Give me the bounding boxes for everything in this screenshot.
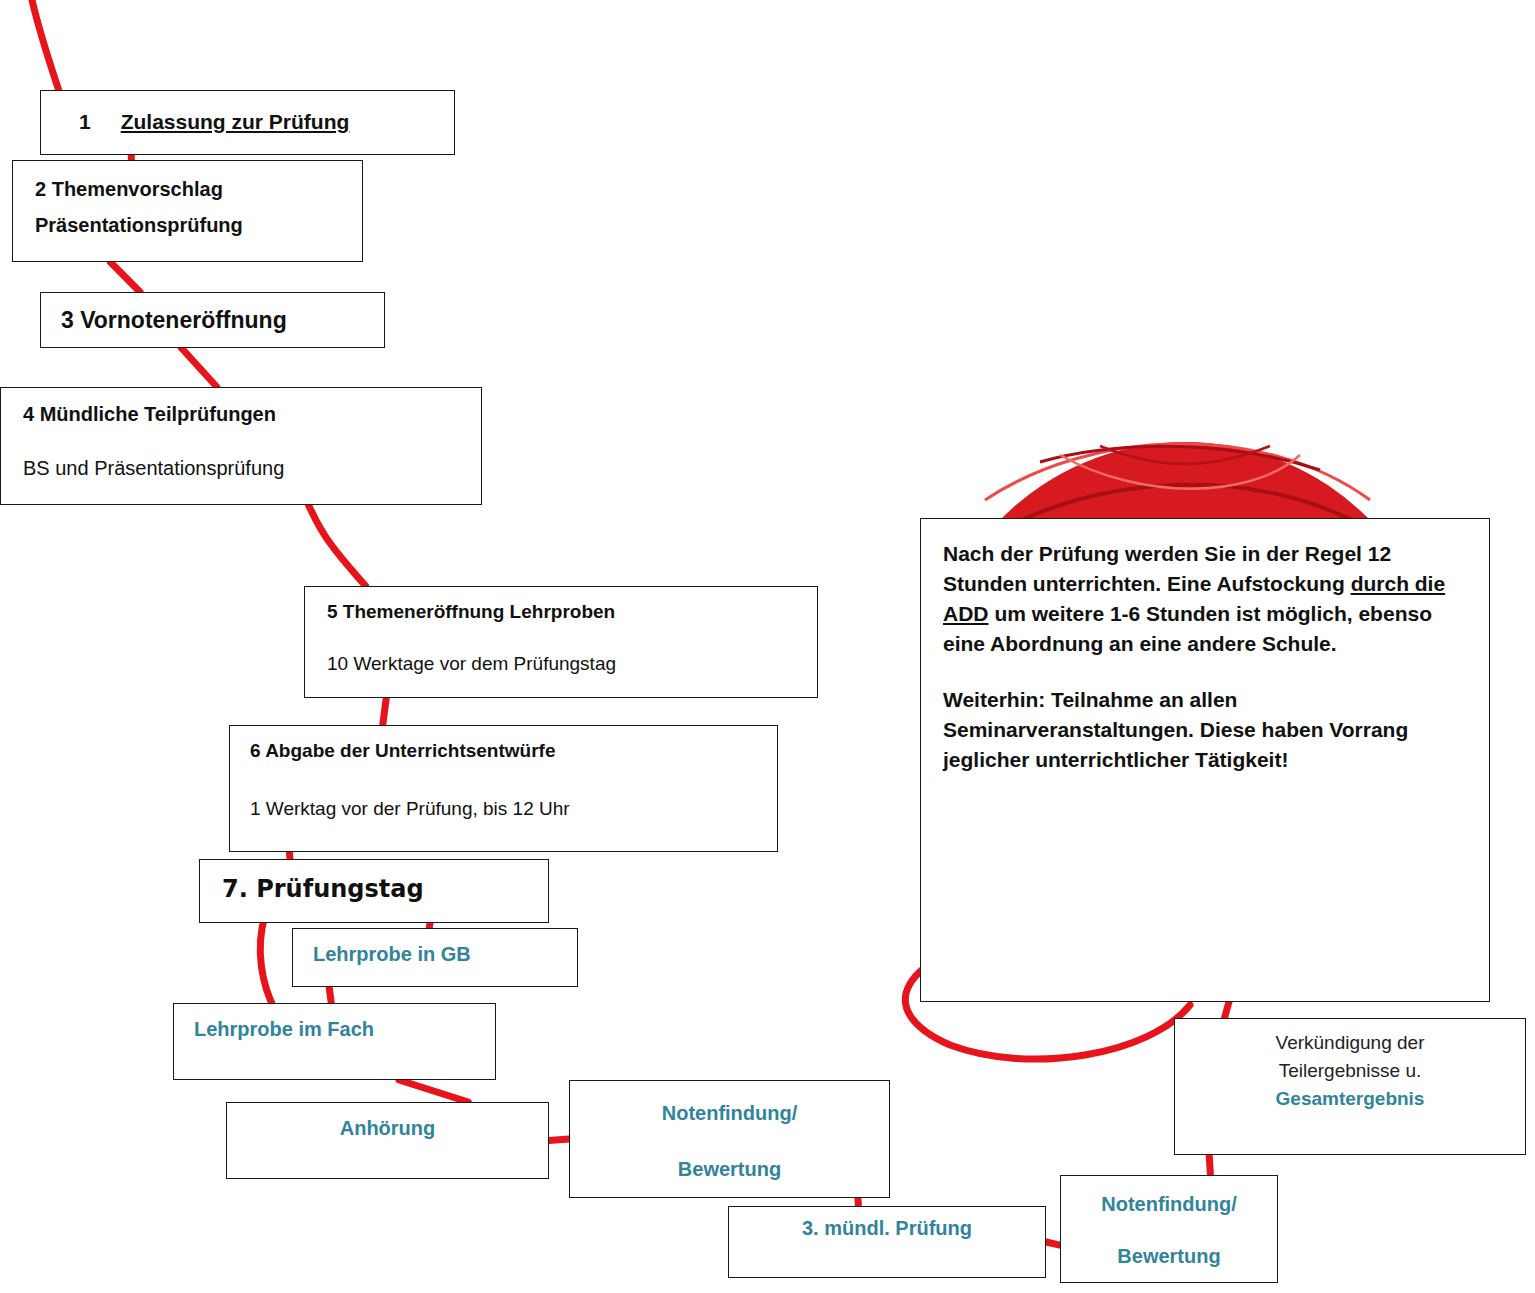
- exam-part: Notenfindung/ Bewertung: [650, 1085, 810, 1197]
- process-box: 3 Vornoteneröffnung: [40, 292, 385, 348]
- yarn-thread: [1209, 1155, 1210, 1175]
- process-box: 5 Themeneröffnung Lehrproben 10 Werktage …: [304, 586, 818, 698]
- exam-part: 3. mündl. Prüfung: [739, 1215, 1035, 1241]
- note-text: Nach der Prüfung werden Sie in der Regel…: [943, 542, 1391, 595]
- yarn-thread: [383, 698, 387, 725]
- yarn-thread: [286, 852, 294, 859]
- process-box: Anhörung: [226, 1102, 549, 1179]
- exam-part: Anhörung: [237, 1115, 538, 1141]
- process-box: Lehrprobe in GB: [292, 928, 578, 987]
- yarn-thread: [110, 262, 140, 292]
- yarn-strand: [1100, 446, 1270, 464]
- yarn-thread: [854, 1198, 861, 1206]
- yarn-thread: [32, 0, 62, 100]
- exam-part: Lehrprobe in GB: [313, 941, 557, 967]
- step-title: 2 Themenvorschlag Präsentationsprüfung: [35, 171, 340, 243]
- exam-part: Lehrprobe im Fach: [194, 1016, 475, 1042]
- result-text: Verkündigung der Teilergebnisse u.: [1245, 1029, 1455, 1085]
- step-title: 5 Themeneröffnung Lehrproben: [327, 599, 795, 625]
- result-highlight: Gesamtergebnis: [1185, 1085, 1515, 1113]
- step-detail: 10 Werktage vor dem Prüfungstag: [327, 651, 795, 677]
- step-title: 7. Prüfungstag: [222, 872, 526, 906]
- yarn-thread: [549, 1139, 569, 1141]
- note-text: Weiterhin: Teilnahme an allen Seminarver…: [943, 685, 1467, 775]
- step-title: Zulassung zur Prüfung: [121, 110, 350, 133]
- process-box: 6 Abgabe der Unterrichtsentwürfe 1 Werkta…: [229, 725, 778, 852]
- yarn-thread: [1046, 1242, 1060, 1245]
- yarn-thread: [308, 505, 365, 586]
- note-text: um weitere 1-6 Stunden ist möglich, eben…: [943, 602, 1432, 655]
- process-box: 3. mündl. Prüfung: [728, 1206, 1046, 1278]
- process-box: Lehrprobe im Fach: [173, 1003, 496, 1080]
- step-title: 4 Mündliche Teilprüfungen: [23, 400, 459, 428]
- step-number: 1: [79, 110, 91, 133]
- yarn-thread: [181, 348, 216, 387]
- step-title: 3 Vornoteneröffnung: [61, 304, 364, 336]
- step-detail: BS und Präsentationsprüfung: [23, 454, 459, 482]
- yarn-strand: [1060, 455, 1300, 489]
- process-box: Notenfindung/ Bewertung: [1060, 1175, 1278, 1283]
- process-box: Verkündigung der Teilergebnisse u.Gesamt…: [1174, 1018, 1526, 1155]
- process-box: Nach der Prüfung werden Sie in der Regel…: [920, 518, 1490, 1002]
- yarn-thread: [399, 1080, 468, 1102]
- yarn-thread: [260, 915, 275, 1010]
- process-box: 2 Themenvorschlag Präsentationsprüfung: [12, 160, 363, 262]
- process-box: 7. Prüfungstag: [199, 859, 549, 923]
- yarn-thread: [329, 987, 331, 1003]
- step-detail: 1 Werktag vor der Prüfung, bis 12 Uhr: [250, 796, 757, 822]
- process-box: 4 Mündliche Teilprüfungen BS und Präsenta…: [0, 387, 482, 505]
- exam-part: Notenfindung/ Bewertung: [1089, 1178, 1249, 1282]
- step-title: 6 Abgabe der Unterrichtsentwürfe: [250, 738, 757, 764]
- process-box: 1 Zulassung zur Prüfung: [40, 90, 455, 155]
- process-box: Notenfindung/ Bewertung: [569, 1080, 890, 1198]
- yarn-strand: [985, 444, 1370, 500]
